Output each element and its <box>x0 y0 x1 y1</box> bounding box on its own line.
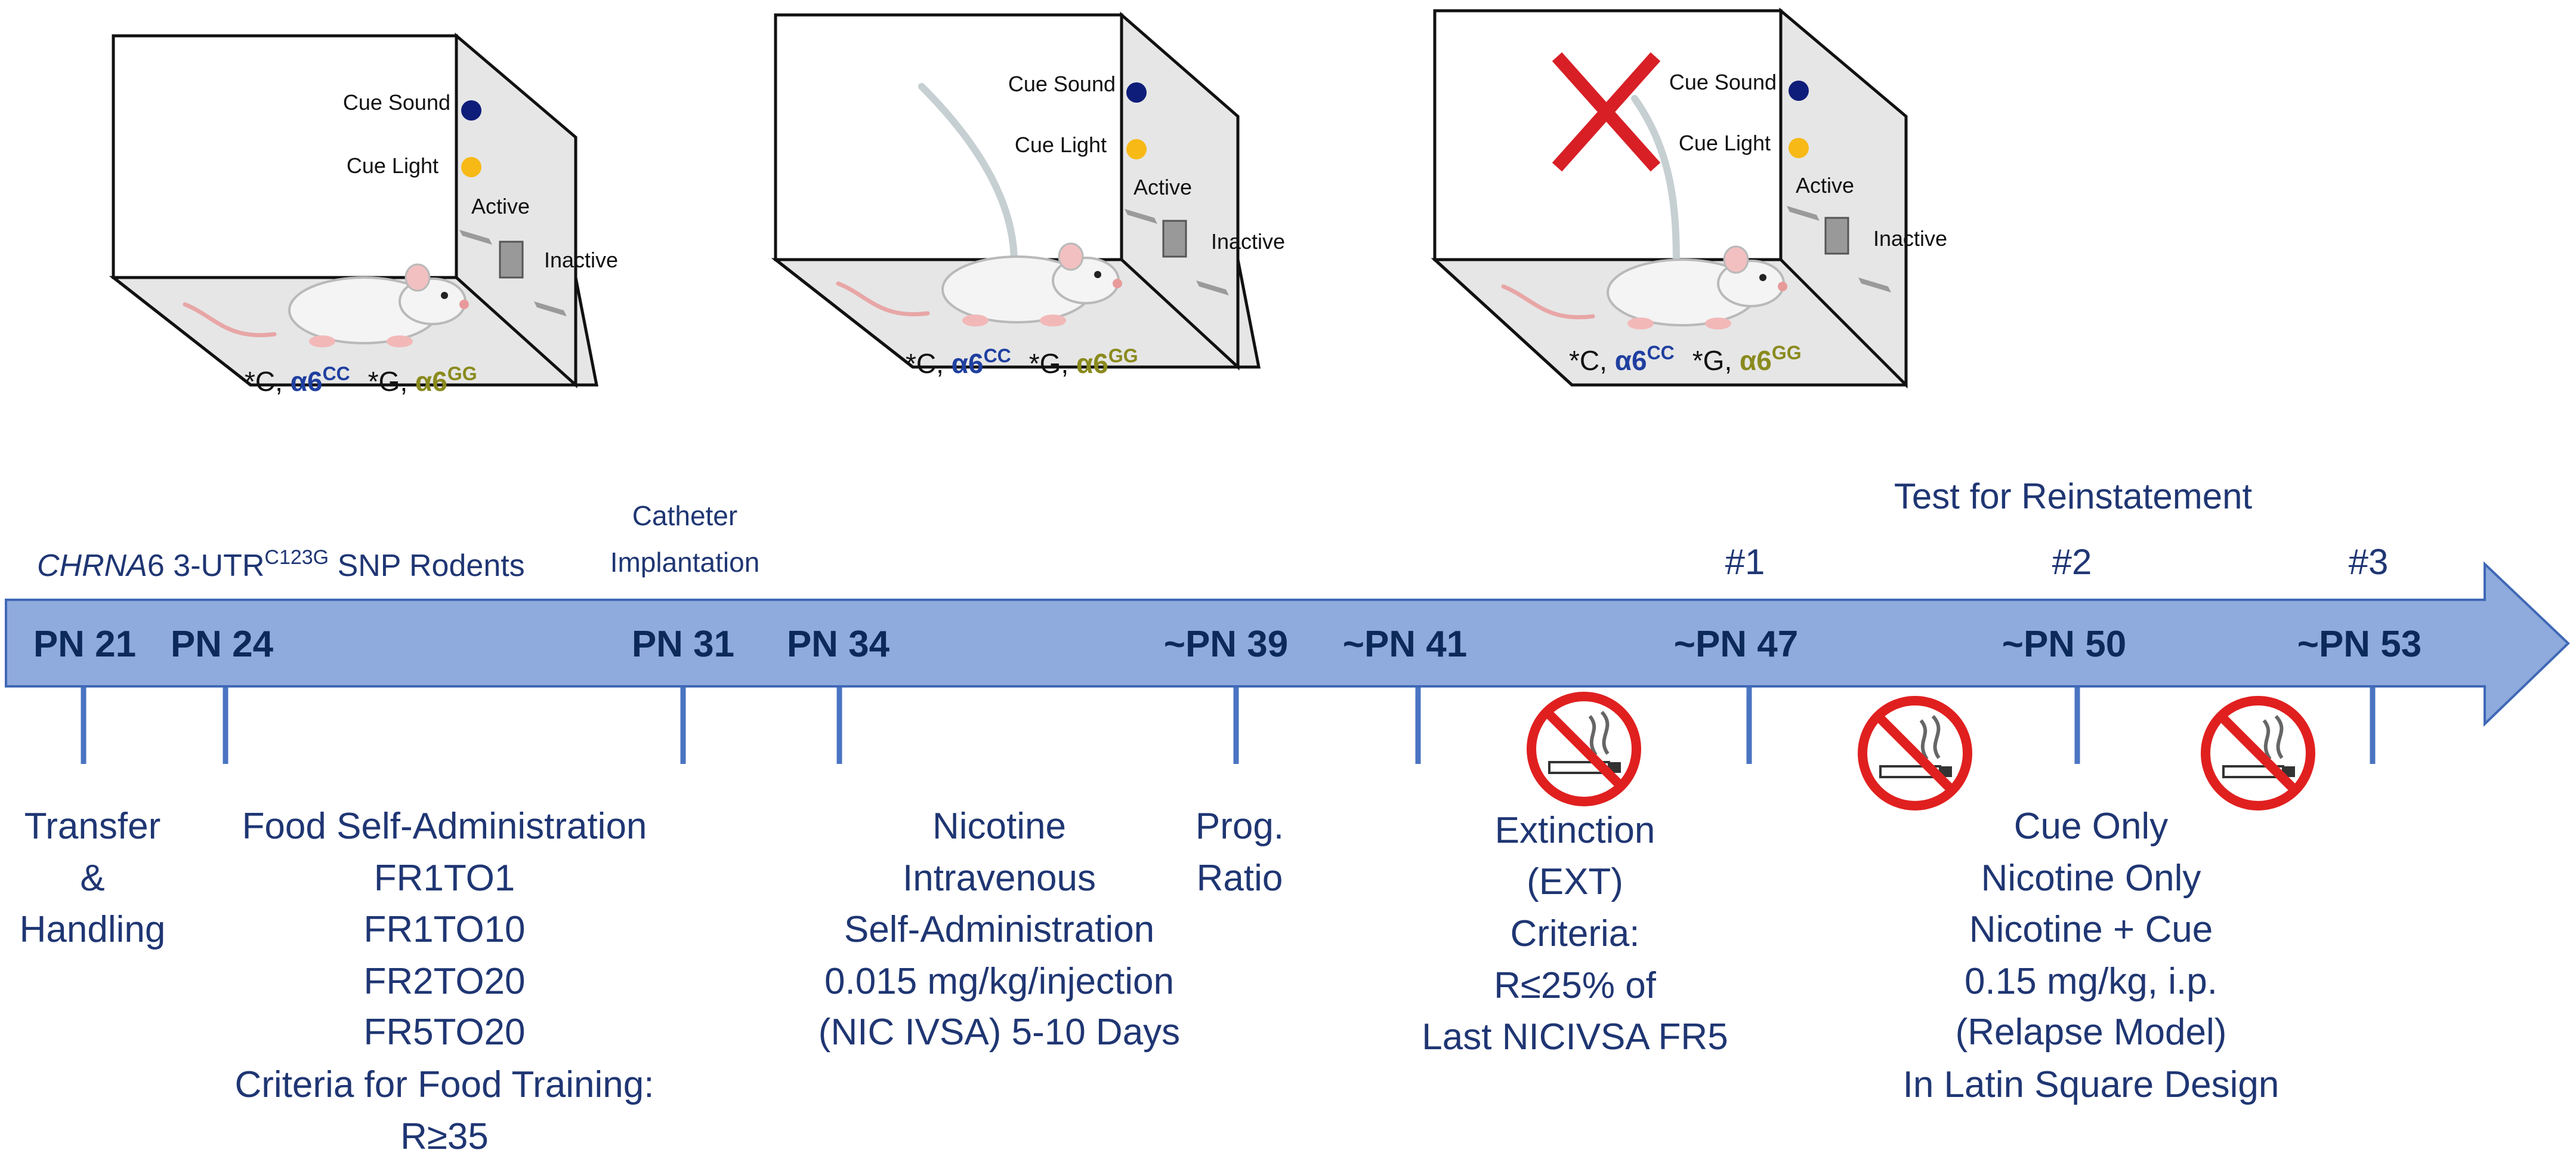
activity-line: R≥35 <box>400 1116 489 1157</box>
activity-line: Transfer <box>24 806 161 847</box>
timepoint-pn50: ~PN 50 <box>2002 624 2127 665</box>
catheter-line <box>918 83 1018 266</box>
timepoint-pn34: PN 34 <box>787 624 890 665</box>
cue-light-label: Cue Light <box>1015 132 1107 157</box>
cue-sound-label: Cue Sound <box>1669 70 1777 94</box>
no-smoking-icon <box>1862 701 1967 806</box>
food-trough-icon <box>1824 217 1849 255</box>
activity-line: 0.15 mg/kg, i.p. <box>1965 961 2217 1002</box>
activity-line: Food Self-Administration <box>242 806 647 847</box>
operant-box-3: Cue Sound Cue Light Active Inactive *C, … <box>1431 7 1947 389</box>
activity-line: Nicotine <box>932 806 1066 847</box>
inactive-lever-icon <box>1858 278 1891 292</box>
timepoint-pn47: ~PN 47 <box>1674 624 1799 665</box>
activity-line: Nicotine Only <box>1981 858 2201 899</box>
activity-prog-ratio: Prog. Ratio <box>1196 806 1284 899</box>
catheter-line <box>1631 95 1680 266</box>
activity-line: Ratio <box>1197 858 1283 899</box>
food-trough-icon <box>499 241 524 279</box>
activity-reinstatement: Cue Only Nicotine Only Nicotine + Cue 0.… <box>1903 806 2280 1105</box>
no-smoking-icon <box>2206 701 2311 806</box>
timepoint-pn41: ~PN 41 <box>1343 624 1468 665</box>
cue-sound-dot <box>461 100 481 121</box>
activity-line: Nicotine + Cue <box>1969 909 2213 950</box>
cue-sound-label: Cue Sound <box>343 90 450 115</box>
active-lever-label: Active <box>1133 175 1192 199</box>
catheter-label-line2: Implantation <box>610 547 760 578</box>
test-number-3: #3 <box>2349 542 2389 582</box>
activity-line: Last NICIVSA FR5 <box>1422 1016 1728 1058</box>
activity-line: Handling <box>20 909 166 950</box>
activity-line: (NIC IVSA) 5-10 Days <box>818 1012 1180 1053</box>
activity-extinction: Extinction (EXT) Criteria: R≤25% of Last… <box>1422 810 1728 1058</box>
activity-line: & <box>80 858 104 899</box>
cue-sound-dot <box>1789 81 1809 101</box>
activity-food: Food Self-Administration FR1TO1 FR1TO10 … <box>235 806 654 1157</box>
cue-light-dot <box>461 157 481 177</box>
genotype-label: *C, α6CC*G, α6GG <box>906 345 1138 379</box>
activity-line: Criteria: <box>1510 913 1639 954</box>
activity-line: R≤25% of <box>1494 965 1657 1006</box>
operant-box-1: Cue Sound Cue Light Active Inactive *C, … <box>109 32 618 397</box>
genotype-label: *C, α6CC*G, α6GG <box>245 363 477 397</box>
box-back-wall <box>112 34 458 279</box>
timeline-arrow <box>5 561 2570 727</box>
rodents-label: CHRNA6 3-UTRC123G SNP Rodents <box>37 546 525 583</box>
active-lever-icon <box>1787 206 1820 221</box>
activity-line: FR5TO20 <box>363 1012 525 1053</box>
activity-transfer: Transfer & Handling <box>20 806 166 950</box>
active-lever-icon <box>1125 209 1157 224</box>
timepoint-pn24: PN 24 <box>171 624 274 665</box>
test-number-1: #1 <box>1725 542 1765 582</box>
timepoint-pn31: PN 31 <box>632 624 734 665</box>
activity-line: FR1TO10 <box>363 909 525 950</box>
inactive-lever-icon <box>534 301 567 316</box>
test-number-2: #2 <box>2052 542 2092 582</box>
box-back-wall <box>774 13 1123 261</box>
catheter-label-line1: Catheter <box>632 500 737 531</box>
activity-line: FR2TO20 <box>363 961 525 1002</box>
operant-box-2: Cue Sound Cue Light Active Inactive *C, … <box>771 11 1285 379</box>
activity-line: Self-Administration <box>844 909 1154 950</box>
activity-line: (EXT) <box>1527 861 1623 902</box>
inactive-lever-label: Inactive <box>544 248 618 272</box>
active-lever-label: Active <box>471 194 530 218</box>
timepoint-pn53: ~PN 53 <box>2297 624 2422 665</box>
red-cross-icon <box>1552 52 1661 172</box>
cue-light-label: Cue Light <box>347 153 438 178</box>
food-trough-icon <box>1162 220 1187 258</box>
cue-light-dot <box>1126 139 1147 159</box>
activity-line: In Latin Square Design <box>1903 1064 2280 1105</box>
timeline-ticks <box>81 688 2376 764</box>
activity-line: Prog. <box>1196 806 1284 847</box>
activity-line: FR1TO1 <box>374 858 515 899</box>
activity-line: 0.015 mg/kg/injection <box>824 961 1174 1002</box>
timepoint-pn21: PN 21 <box>33 624 136 665</box>
test-reinstatement-title: Test for Reinstatement <box>1894 476 2253 516</box>
genotype-label: *C, α6CC*G, α6GG <box>1569 342 1802 376</box>
cue-light-label: Cue Light <box>1679 131 1771 155</box>
no-smoking-icon <box>1531 696 1636 802</box>
activity-line: (Relapse Model) <box>1956 1012 2227 1053</box>
active-lever-label: Active <box>1796 173 1854 198</box>
inactive-lever-icon <box>1196 281 1229 295</box>
activity-nicotine: Nicotine Intravenous Self-Administration… <box>818 806 1180 1053</box>
active-lever-icon <box>459 230 492 245</box>
inactive-lever-label: Inactive <box>1873 226 1947 251</box>
cue-sound-label: Cue Sound <box>1008 72 1116 96</box>
box-back-wall <box>1433 9 1783 261</box>
inactive-lever-label: Inactive <box>1211 229 1285 254</box>
activity-line: Cue Only <box>2014 806 2168 847</box>
activity-line: Intravenous <box>903 858 1096 899</box>
cue-sound-dot <box>1126 82 1147 103</box>
activity-line: Extinction <box>1495 810 1655 851</box>
activity-line: Criteria for Food Training: <box>235 1064 654 1105</box>
timepoint-pn39: ~PN 39 <box>1164 624 1289 665</box>
cue-light-dot <box>1789 138 1809 158</box>
